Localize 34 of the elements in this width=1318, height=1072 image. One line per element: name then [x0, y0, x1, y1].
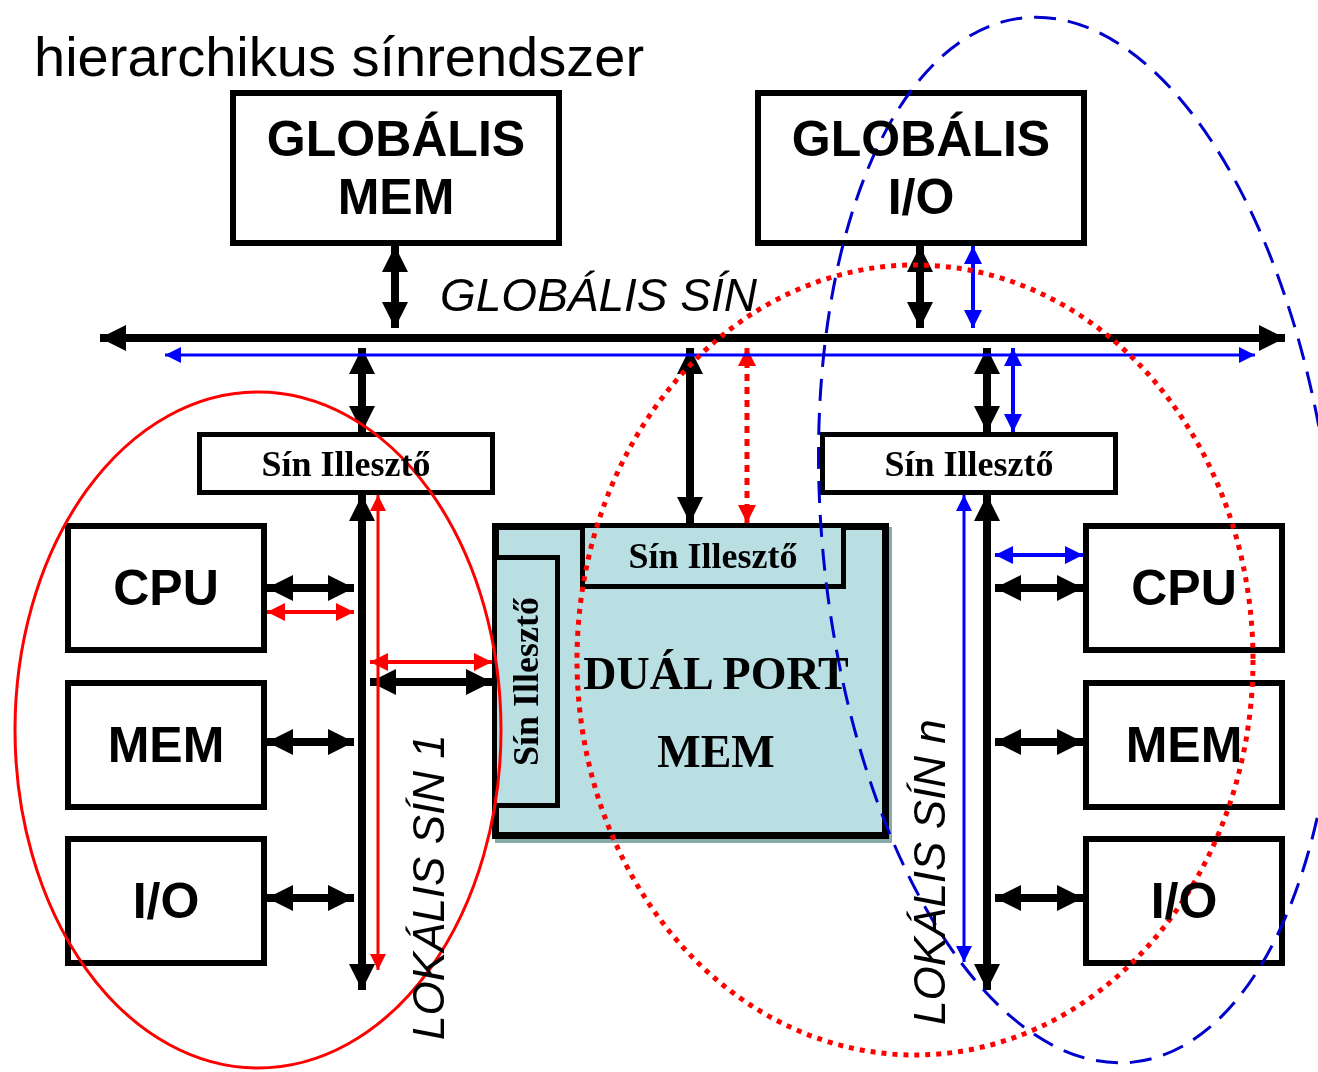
- box-label: GLOBÁLIS I/O: [790, 110, 1052, 226]
- arrow: [165, 347, 1255, 363]
- arrow: [1004, 348, 1022, 432]
- title: hierarchikus sínrendszer: [34, 24, 645, 90]
- arrow: [956, 495, 972, 962]
- arrow: [964, 246, 982, 328]
- component-box: [1083, 836, 1285, 966]
- box-label: MEM: [107, 716, 225, 774]
- component-box: [755, 90, 1087, 246]
- bus-label: LOKÁLIS SÍN 1: [404, 733, 454, 1040]
- bus-adapter-box: [820, 432, 1118, 495]
- component-box: [1083, 680, 1285, 810]
- component-box: [65, 836, 267, 966]
- arrow: [370, 495, 386, 970]
- component-box: [230, 90, 562, 246]
- bus-label: GLOBÁLIS SÍN: [440, 268, 757, 322]
- box-label: I/O: [132, 872, 200, 930]
- box-label: MEM: [1125, 716, 1243, 774]
- box-label: GLOBÁLIS MEM: [265, 110, 527, 226]
- arrow: [267, 603, 354, 621]
- box-label: Sín Illesztő: [505, 597, 547, 766]
- arrow: [370, 653, 492, 671]
- arrow: [738, 348, 756, 523]
- arrow: [995, 546, 1083, 564]
- box-label: CPU: [113, 559, 219, 617]
- component-box: [1083, 523, 1285, 653]
- component-box: [65, 523, 267, 653]
- box-label: Sín Illesztő: [628, 535, 798, 577]
- box-label: CPU: [1131, 559, 1237, 617]
- bus-label: LOKÁLIS SÍN n: [905, 718, 955, 1025]
- box-label: Sín Illesztő: [884, 442, 1054, 485]
- box-label: DUÁL PORT MEM: [582, 647, 850, 779]
- component-box: [65, 680, 267, 810]
- box-label: I/O: [1150, 872, 1218, 930]
